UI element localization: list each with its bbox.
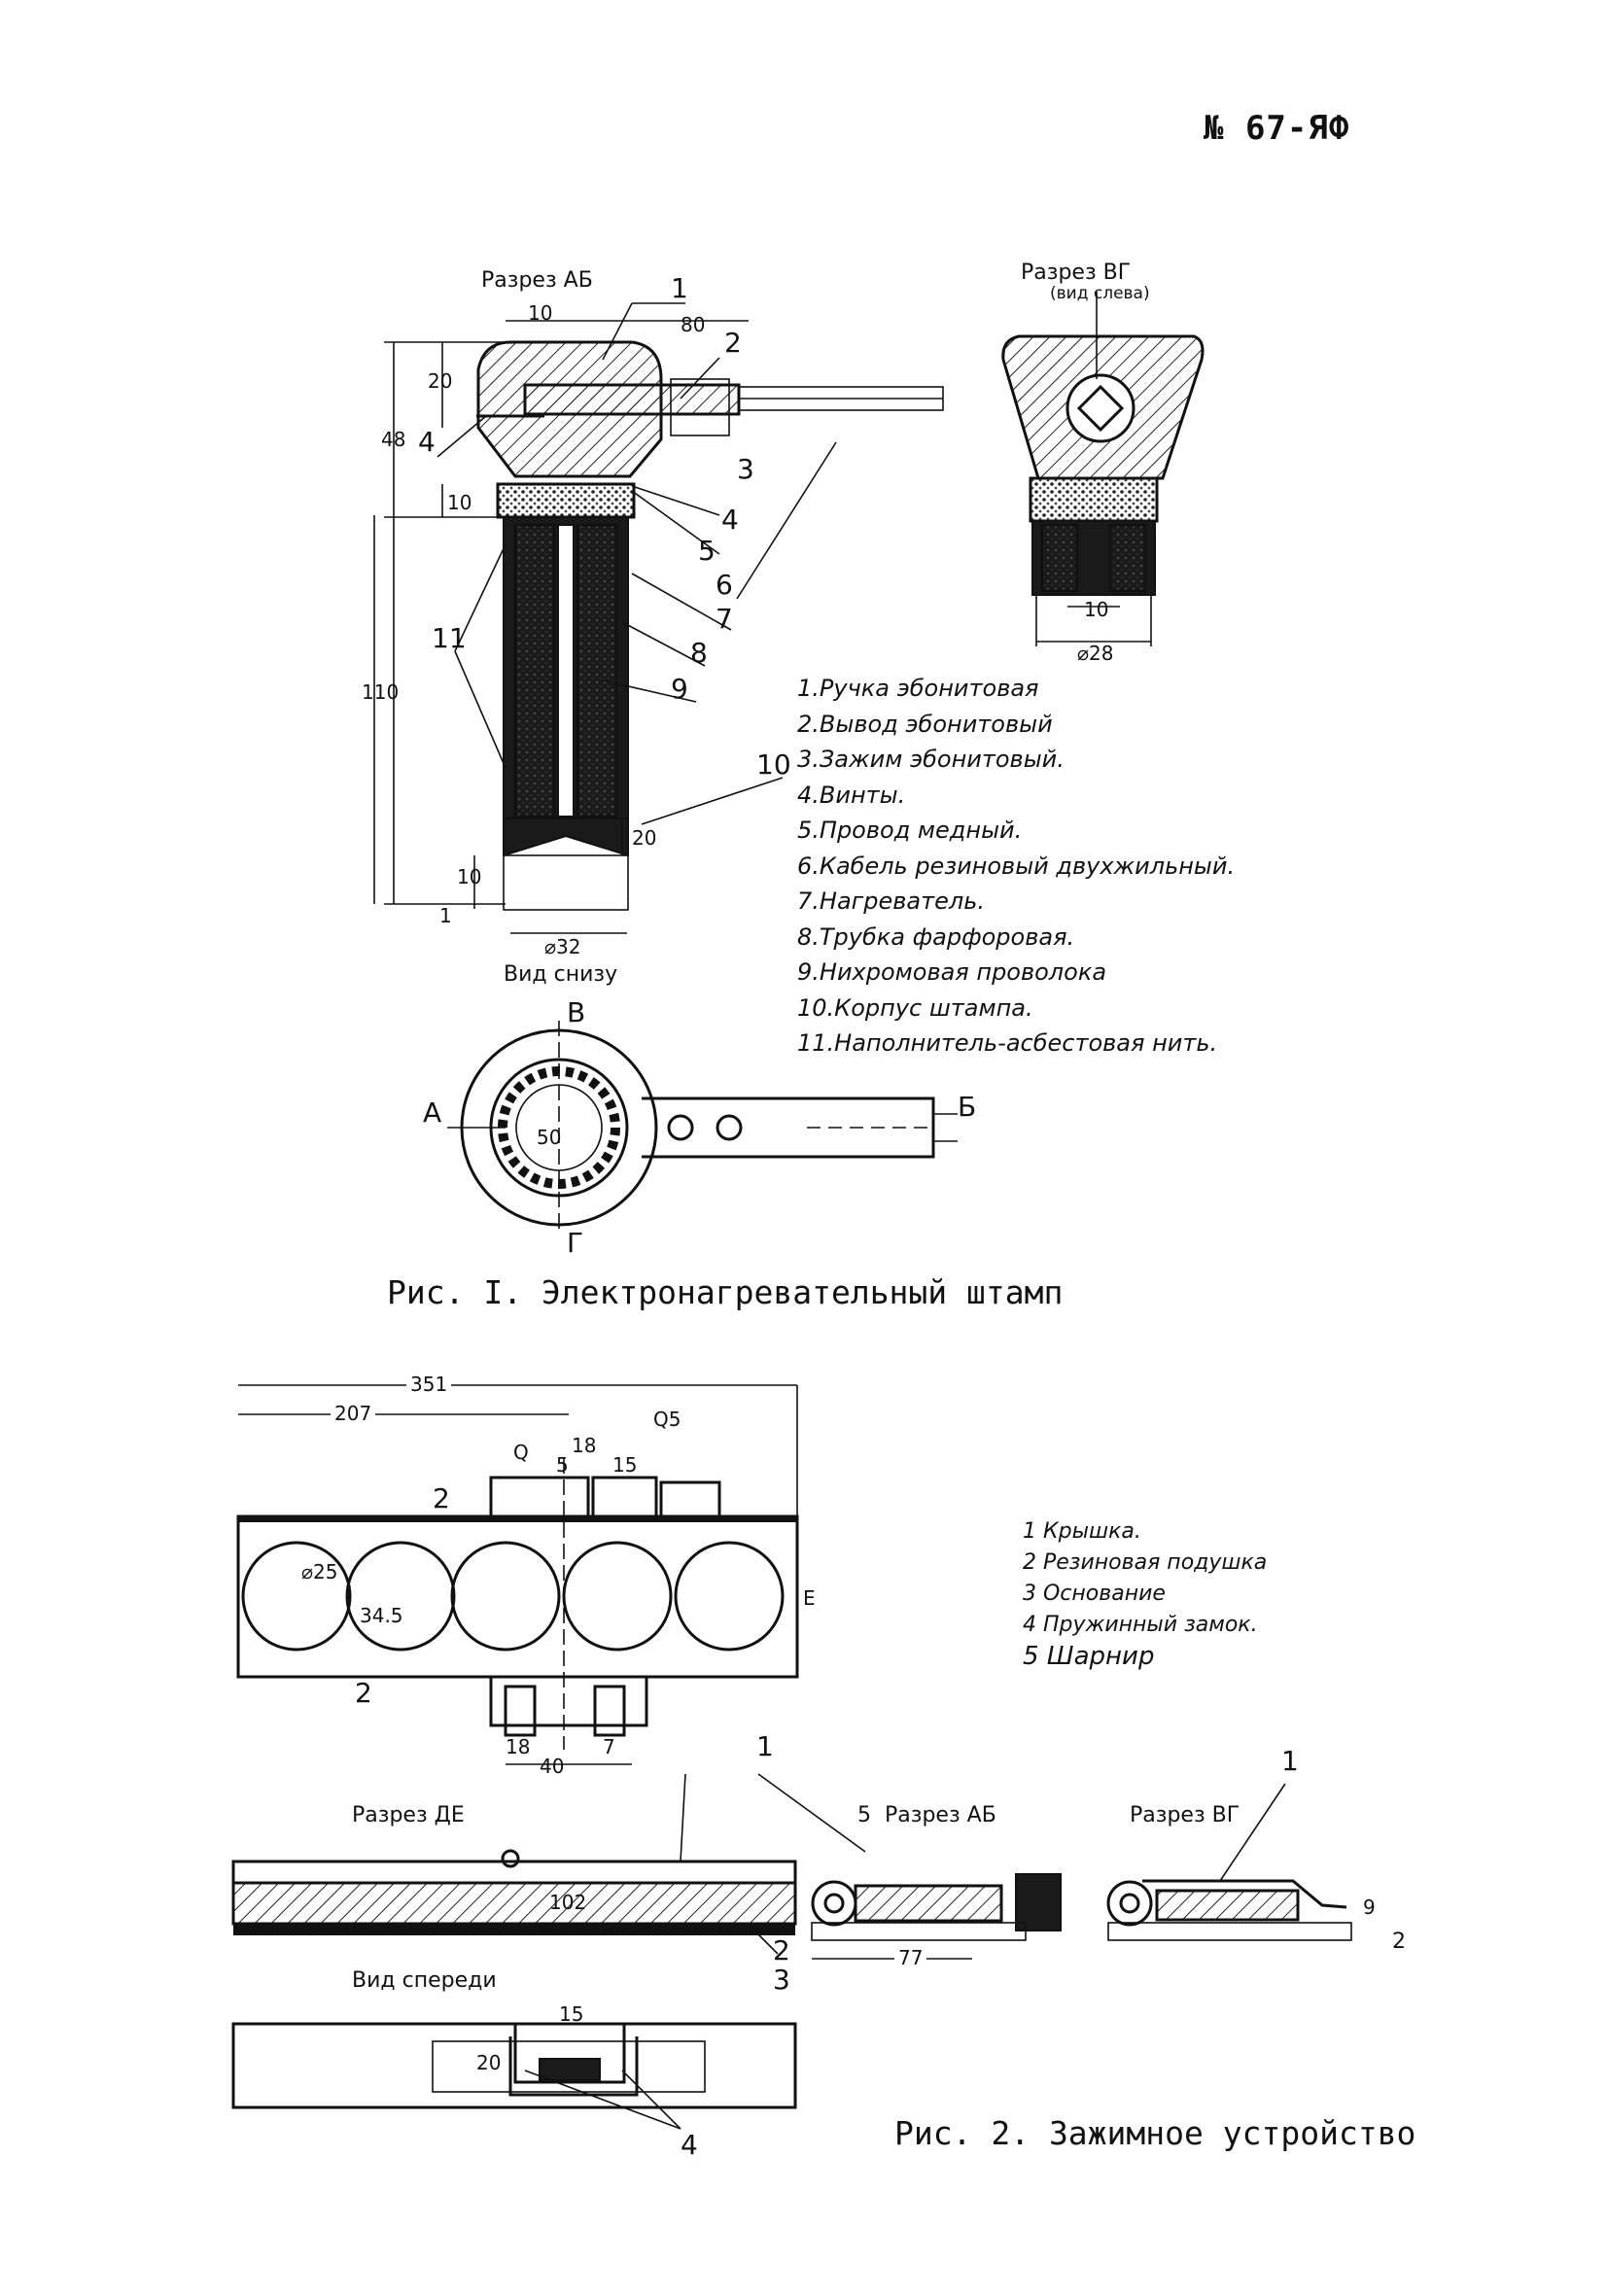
- fig2-front-view: [231, 2022, 797, 2130]
- legend-item: 7.Нагреватель.: [797, 887, 985, 915]
- letter-e: Е: [803, 1586, 816, 1610]
- dim-207: 207: [331, 1402, 376, 1425]
- callout-7: 7: [716, 603, 733, 635]
- fig1-section-ab: [373, 302, 944, 934]
- fig1-legend: 1.Ручка эбонитовая 2.Вывод эбонитовый 3.…: [797, 671, 1235, 1061]
- legend-item: 1.Ручка эбонитовая: [797, 675, 1039, 702]
- fig2-section-vg: [1106, 1783, 1352, 1941]
- dim-d32: ⌀32: [544, 935, 581, 958]
- document-number: № 67-ЯФ: [1204, 109, 1350, 148]
- fig2-callout-4: 4: [681, 2129, 698, 2161]
- dim-20-side: 20: [632, 826, 657, 850]
- legend-item: 6.Кабель резиновый двухжильный.: [797, 852, 1236, 880]
- dim-50: 50: [537, 1126, 562, 1149]
- fig1-section-ab-label: Разрез АБ: [481, 268, 593, 293]
- callout-11: 11: [432, 622, 467, 654]
- fig2-section-de: [231, 1773, 866, 1955]
- fig2-caption: Рис. 2. Зажимное устройство: [894, 2114, 1416, 2152]
- fig1-bottom-view: [447, 1021, 958, 1235]
- dim-18b: 18: [506, 1735, 531, 1758]
- dim-77: 77: [894, 1946, 927, 1969]
- dim-80: 80: [681, 313, 706, 336]
- fig1-bottom-view-label: Вид снизу: [504, 962, 618, 987]
- legend-item: 5.Провод медный.: [797, 817, 1023, 844]
- dim-q: Q: [513, 1441, 529, 1464]
- legend-item: 10.Корпус штампа.: [797, 993, 1033, 1022]
- legend-item: 3 Основание: [1023, 1582, 1166, 1606]
- legend-item: 8.Трубка фарфоровая.: [797, 922, 1075, 951]
- callout-1: 1: [671, 272, 688, 304]
- dim-10-mid: 10: [447, 491, 472, 514]
- legend-item: 3.Зажим эбонитовый.: [797, 746, 1065, 773]
- dim-5: 5: [556, 1453, 569, 1477]
- callout-5: 5: [698, 535, 716, 567]
- fig2-section-ab: [811, 1873, 1062, 1960]
- view-letter-a: А: [423, 1096, 442, 1129]
- fig2-callout-3: 3: [773, 1964, 790, 1996]
- stamp-tip: [503, 818, 629, 857]
- fig2-legend: 1 Крышка. 2 Резиновая подушка 3 Основани…: [1023, 1516, 1267, 1672]
- fig2-section-ab-label: Разрез АБ: [885, 1803, 996, 1827]
- dim-10-bot: 10: [457, 865, 482, 888]
- fig2-callout-2: 2: [773, 1934, 790, 1966]
- legend-item: 1 Крышка.: [1023, 1519, 1141, 1544]
- fig1-section-vg: [1001, 292, 1205, 646]
- body-top: [496, 482, 636, 519]
- dim-40: 40: [540, 1755, 565, 1778]
- fig2-callout-1: 1: [756, 1730, 774, 1762]
- callout-8: 8: [690, 637, 708, 669]
- legend-item: 4 Пружинный замок.: [1023, 1613, 1258, 1637]
- dim-34-5: 34.5: [360, 1604, 403, 1627]
- page-mark: 2: [1392, 1930, 1406, 1954]
- dim-102: 102: [549, 1891, 587, 1914]
- callout-4-left: 4: [418, 426, 436, 458]
- legend-item: 9.Нихромовая проволока: [797, 958, 1107, 986]
- fig1-section-vg-note: (вид слева): [1050, 284, 1150, 303]
- fig1-section-vg-label: Разрез ВГ: [1021, 261, 1132, 285]
- view-letter-b: Б: [958, 1091, 977, 1123]
- dim-20: 20: [476, 2051, 502, 2074]
- callout-10: 10: [756, 748, 791, 781]
- fig2-top-view: [236, 1384, 799, 1765]
- legend-item: 2.Вывод эбонитовый: [797, 710, 1053, 738]
- dim-q5: Q5: [653, 1408, 681, 1431]
- dim-1: 1: [439, 904, 452, 927]
- porcelain-tube: [557, 524, 575, 818]
- dim-48: 48: [381, 428, 406, 451]
- dim-18: 18: [572, 1434, 597, 1457]
- dim-15b: 15: [559, 2002, 584, 2026]
- dim-d25: ⌀25: [301, 1560, 338, 1583]
- callout-2: 2: [724, 327, 742, 359]
- fig2-section-vg-label: Разрез ВГ: [1130, 1803, 1240, 1827]
- callout-6: 6: [716, 569, 733, 601]
- lead-out-ebonite: [523, 383, 741, 416]
- fig2-callout-5: 5: [857, 1803, 871, 1827]
- legend-item: 2 Резиновая подушка: [1023, 1550, 1268, 1575]
- fig1-caption: Рис. I. Электронагревательный штамп: [387, 1273, 1064, 1311]
- fig2-section-de-label: Разрез ДЕ: [352, 1803, 465, 1827]
- callout-3: 3: [737, 453, 754, 485]
- callout-4-right: 4: [721, 504, 739, 536]
- dim-7: 7: [603, 1735, 615, 1758]
- fig2-callout-2-bottom: 2: [355, 1677, 372, 1709]
- legend-item: 5 Шарнир: [1023, 1642, 1155, 1671]
- dim-351: 351: [406, 1373, 452, 1396]
- fig2-callout-1-vg: 1: [1281, 1745, 1299, 1777]
- legend-item: 4.Винты.: [797, 781, 906, 809]
- legend-item: 11.Наполнитель-асбестовая нить.: [797, 1029, 1218, 1057]
- dim-9: 9: [1363, 1896, 1376, 1919]
- dim-20-top: 20: [428, 369, 453, 393]
- dim-10-vg: 10: [1084, 598, 1109, 621]
- dim-110: 110: [362, 680, 400, 704]
- fig2-front-view-label: Вид спереди: [352, 1968, 497, 1993]
- fig2-callout-2-top: 2: [433, 1482, 450, 1514]
- dim-d28: ⌀28: [1077, 642, 1114, 665]
- dim-10-top: 10: [528, 301, 553, 325]
- view-letter-g: Г: [567, 1227, 584, 1259]
- dim-15a: 15: [612, 1453, 638, 1477]
- view-letter-v: В: [567, 996, 586, 1028]
- callout-9: 9: [671, 673, 688, 705]
